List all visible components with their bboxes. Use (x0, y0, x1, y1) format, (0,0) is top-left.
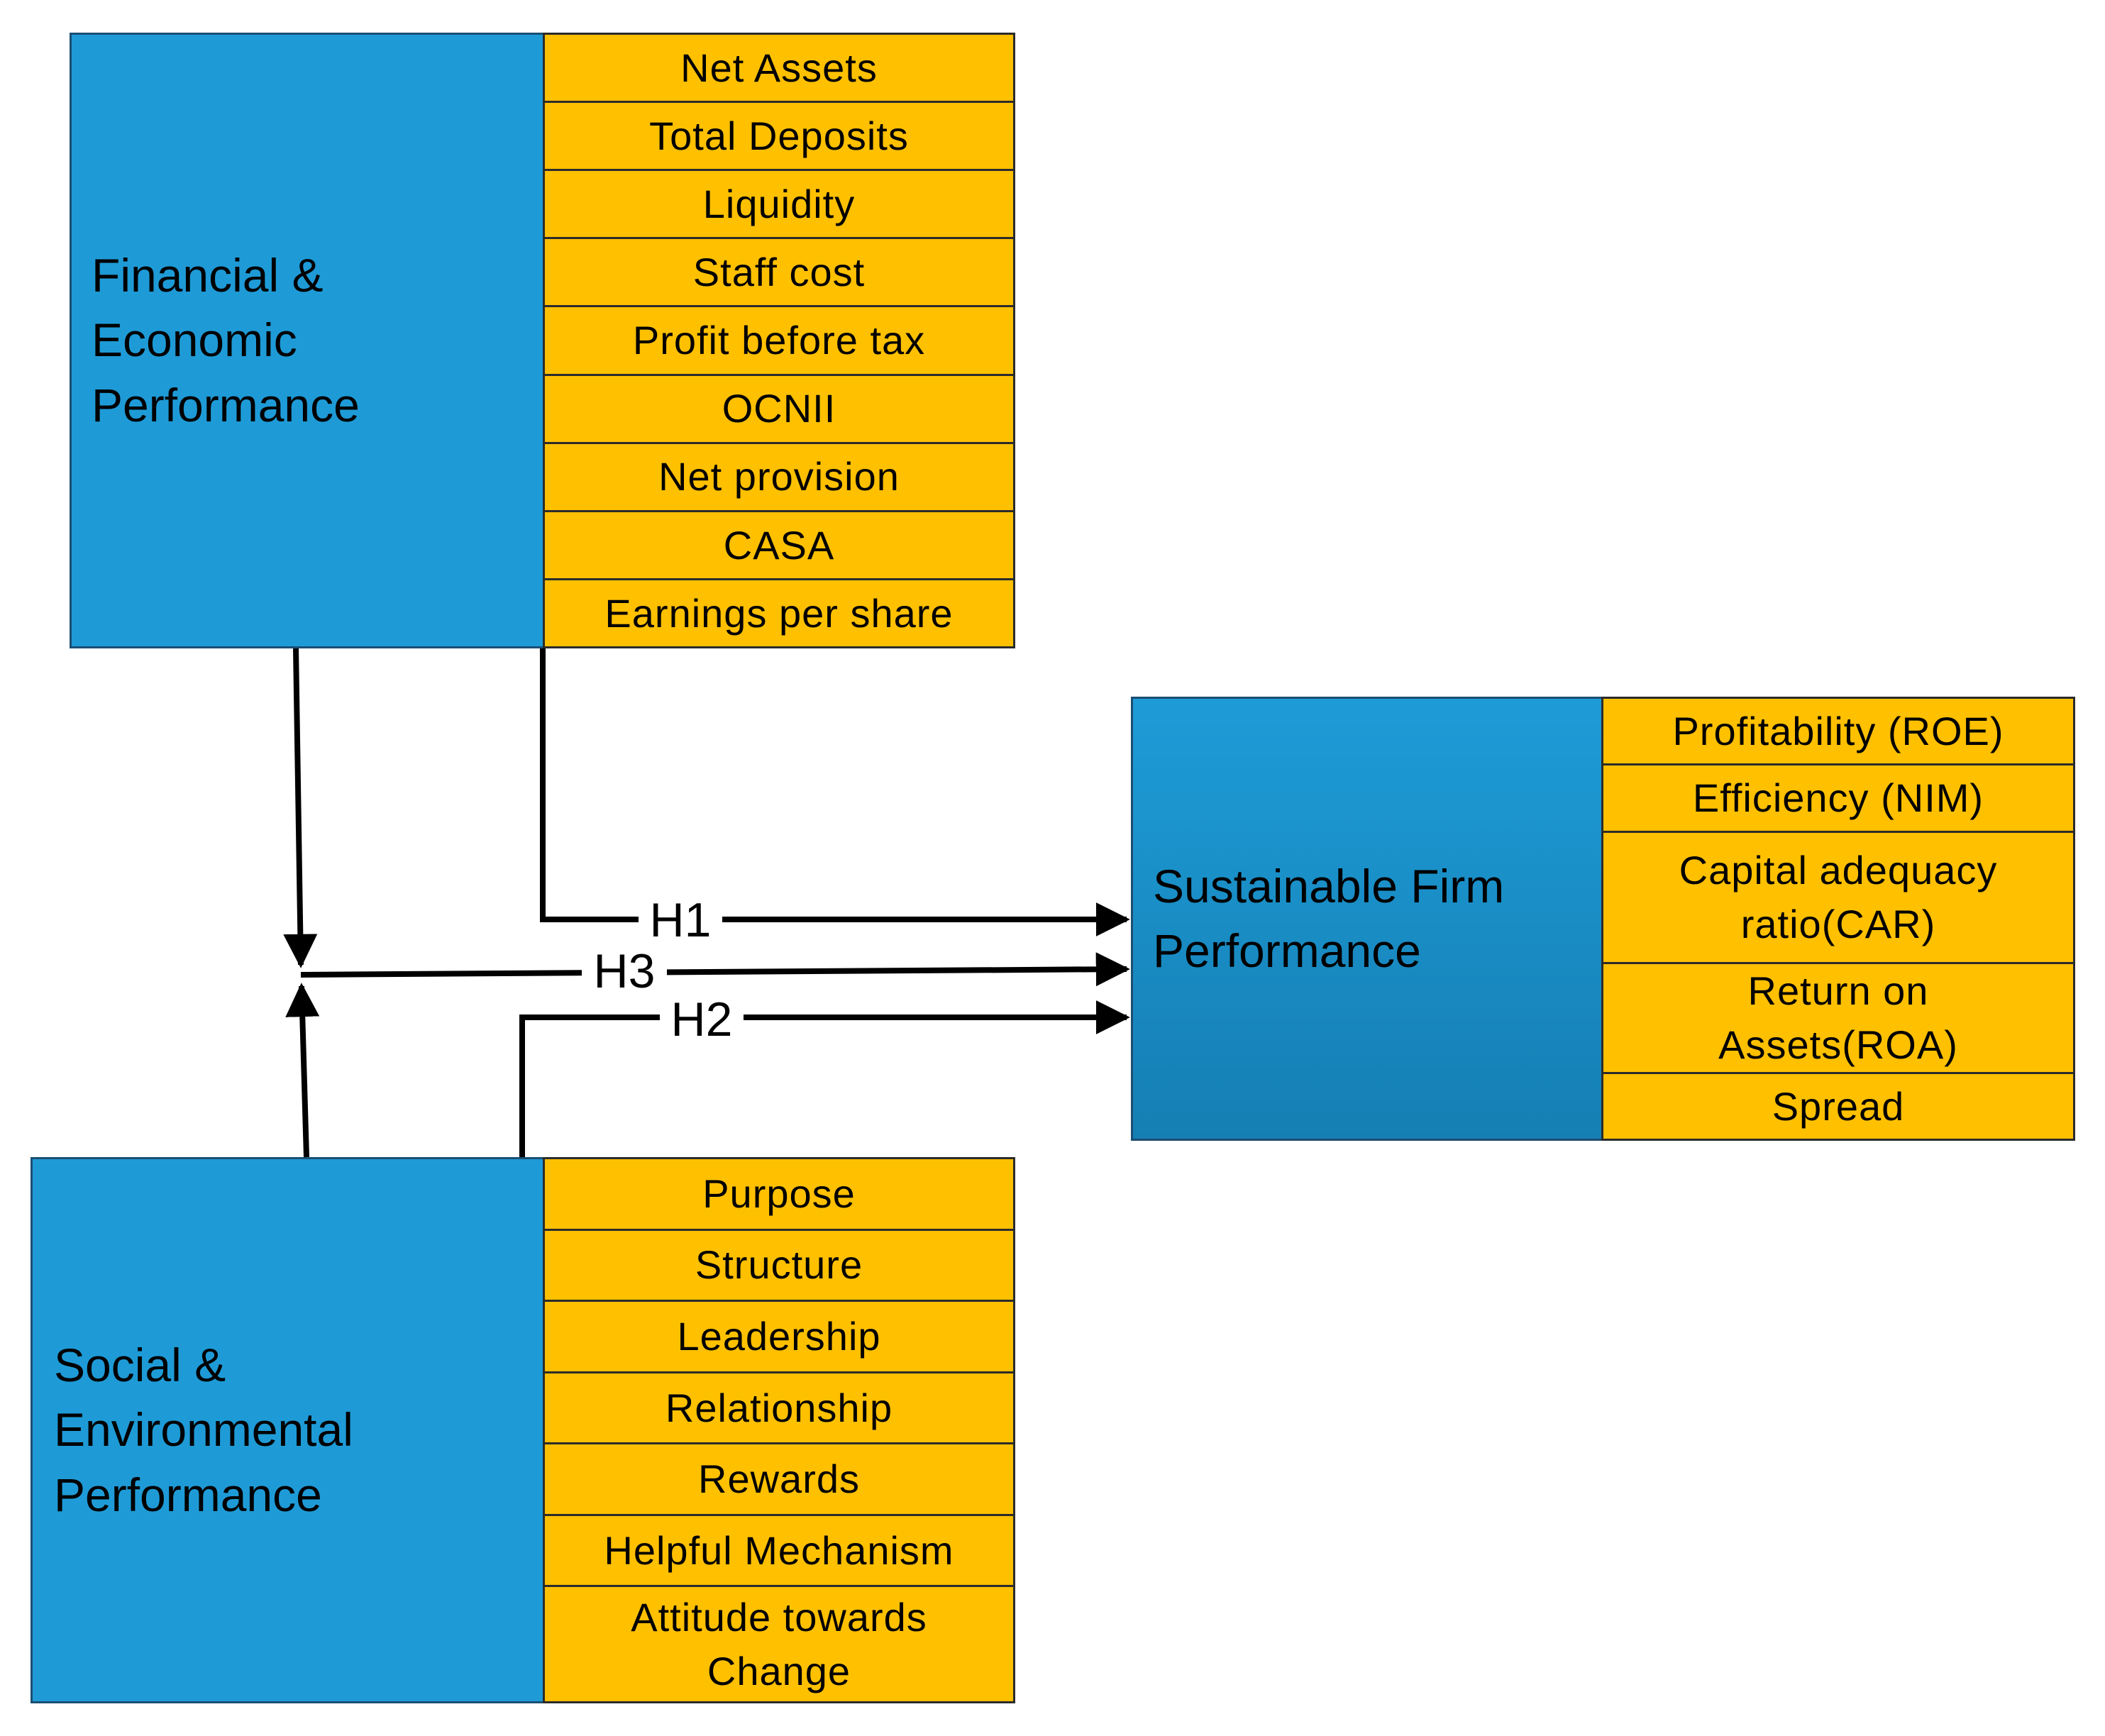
financial-economic-performance-box: Financial & Economic Performance (70, 33, 545, 648)
h1-arrow (540, 648, 1130, 936)
indicator-leadership: Leadership (545, 1300, 1013, 1371)
indicator-net-provision: Net provision (545, 441, 1013, 510)
indicator-casa: CASA (545, 509, 1013, 578)
indicator-helpful-mechanism: Helpful Mechanism (545, 1513, 1013, 1586)
indicator-purpose: Purpose (702, 1171, 856, 1216)
social-to-junction-line (285, 983, 320, 1158)
indicator-earnings-per-share: Earnings per share (545, 577, 1013, 646)
indicator-net-assets: Net Assets (680, 45, 878, 90)
title-line: Social & (54, 1339, 226, 1392)
h3-label: H3 (594, 944, 656, 998)
h1-label-bg (639, 895, 722, 945)
social-environmental-performance-title: Social & Environmental Performance (33, 1333, 353, 1527)
title-line: Performance (54, 1468, 322, 1521)
title-line: Environmental (54, 1403, 353, 1456)
indicator-capital-adequacy-ratio: Capital adequacy ratio(CAR) (1603, 830, 2073, 963)
title-line: Performance (92, 378, 360, 431)
h2-label-bg (660, 993, 744, 1043)
financial-economic-performance-title: Financial & Economic Performance (72, 243, 360, 437)
indicator-rewards: Rewards (545, 1442, 1013, 1514)
social-environmental-performance-box: Social & Environmental Performance (31, 1157, 545, 1703)
indicator-ocnii: OCNII (545, 373, 1013, 442)
indicator-structure: Structure (545, 1228, 1013, 1300)
indicator-line: Capital adequacy (1679, 848, 1998, 893)
indicator-spread: Spread (1603, 1071, 2073, 1139)
h1-label: H1 (650, 893, 712, 947)
title-line: Performance (1153, 924, 1421, 977)
indicator-relationship: Relationship (545, 1371, 1013, 1443)
title-line: Economic (92, 314, 297, 367)
indicator-profit-before-tax: Profit before tax (545, 305, 1013, 373)
title-line: Financial & (92, 249, 324, 302)
indicator-line: Return on (1747, 968, 1929, 1014)
financial-to-junction-line (283, 648, 318, 968)
sustainable-firm-performance-box: Sustainable Firm Performance (1131, 697, 1603, 1141)
indicator-line: Assets(ROA) (1718, 1022, 1958, 1068)
sustainable-firm-performance-title: Sustainable Firm Performance (1133, 854, 1504, 983)
financial-indicators-list: Net Assets Total Deposits Liquidity Staf… (543, 33, 1015, 648)
indicator-efficiency-nim: Efficiency (NIM) (1603, 763, 2073, 830)
indicator-return-on-assets: Return on Assets(ROA) (1603, 962, 2073, 1071)
indicator-line: Attitude towards (631, 1594, 927, 1640)
title-line: Sustainable Firm (1153, 859, 1505, 912)
indicator-line: ratio(CAR) (1740, 902, 1936, 947)
indicator-attitude-towards-change: Attitude towards Change (545, 1585, 1013, 1701)
h3-label-bg (582, 946, 667, 995)
indicator-line: Change (707, 1648, 851, 1693)
indicator-total-deposits: Total Deposits (545, 101, 1013, 169)
social-indicators-list: Purpose Structure Leadership Relationshi… (543, 1157, 1015, 1703)
sustainable-indicators-list: Profitability (ROE) Efficiency (NIM) Cap… (1601, 697, 2075, 1141)
h2-label: H2 (671, 993, 733, 1046)
indicator-liquidity: Liquidity (545, 169, 1013, 237)
h2-arrow (519, 1000, 1130, 1157)
indicator-profitability-roe: Profitability (ROE) (1672, 708, 2004, 753)
indicator-staff-cost: Staff cost (545, 237, 1013, 305)
h3-arrow (300, 952, 1130, 987)
